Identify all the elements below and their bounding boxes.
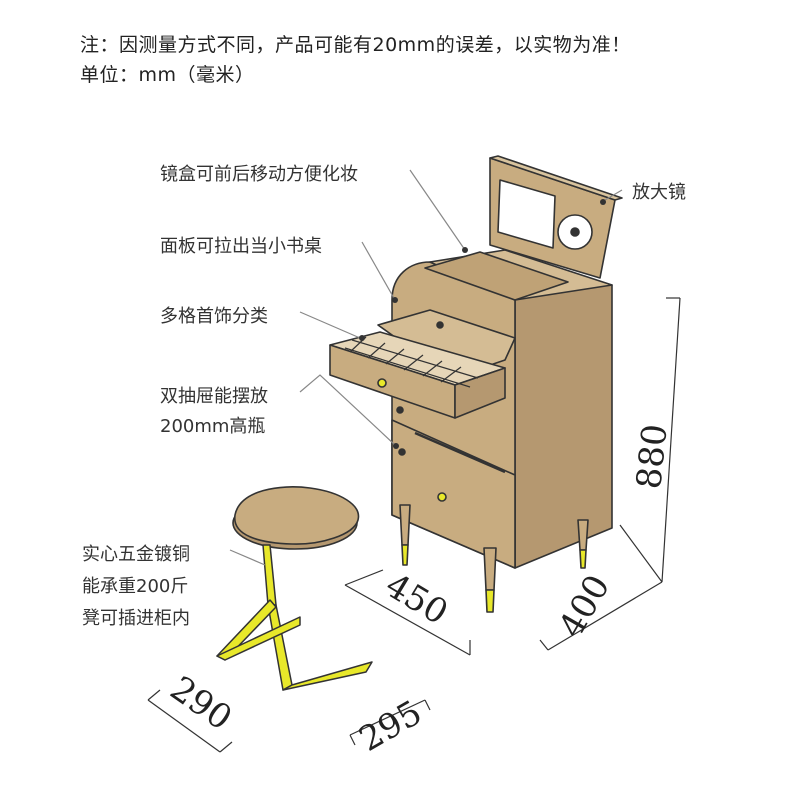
dim-stool-depth: 295 xyxy=(353,693,429,760)
callout-mirror-box: 镜盒可前后移动方便化妆 xyxy=(160,164,358,185)
note-measurement: 注：因测量方式不同，产品可能有20mm的误差，以实物为准！ xyxy=(80,34,631,56)
magnifier-inner xyxy=(570,227,580,237)
mirror xyxy=(497,179,556,249)
dim-stool-width: 290 xyxy=(163,669,239,739)
callout-drawers-line1: 双抽屉能摆放 xyxy=(160,386,268,407)
callout-panel: 面板可拉出当小书桌 xyxy=(160,236,322,257)
dim-width: 450 xyxy=(378,565,454,633)
lower-drawer-knob xyxy=(437,492,447,502)
cabinet-legs xyxy=(399,504,589,613)
jewelry-compartments xyxy=(344,336,479,388)
callout-stool-line2: 能承重200斤 xyxy=(82,576,189,597)
callout-drawers-line2: 200mm高瓶 xyxy=(160,416,266,437)
dim-height: 880 xyxy=(629,422,676,491)
dimension-lines xyxy=(147,297,681,753)
callout-compartments: 多格首饰分类 xyxy=(160,306,268,327)
cabinet-side-panel xyxy=(514,280,613,569)
note-unit: 单位：mm（毫米） xyxy=(80,64,255,86)
dim-depth: 400 xyxy=(551,568,618,644)
side-knob xyxy=(398,448,406,456)
leader-lines xyxy=(229,169,623,566)
stool-seat xyxy=(234,486,360,545)
jewelry-drawer-side xyxy=(454,367,506,419)
mirror-box-tray xyxy=(424,251,569,301)
panel-knob xyxy=(436,321,444,329)
lower-drawer xyxy=(391,419,516,569)
side-knob-2 xyxy=(396,406,404,414)
stool-frame xyxy=(216,544,373,691)
mirror-lid-edge xyxy=(489,155,623,201)
callout-magnifier: 放大镜 xyxy=(632,182,686,203)
callout-stool-line1: 实心五金镀铜 xyxy=(82,544,190,565)
jewelry-drawer-knob xyxy=(377,378,387,388)
lower-drawer-handle xyxy=(414,431,506,474)
callout-stool-line3: 凳可插进柜内 xyxy=(82,608,190,629)
